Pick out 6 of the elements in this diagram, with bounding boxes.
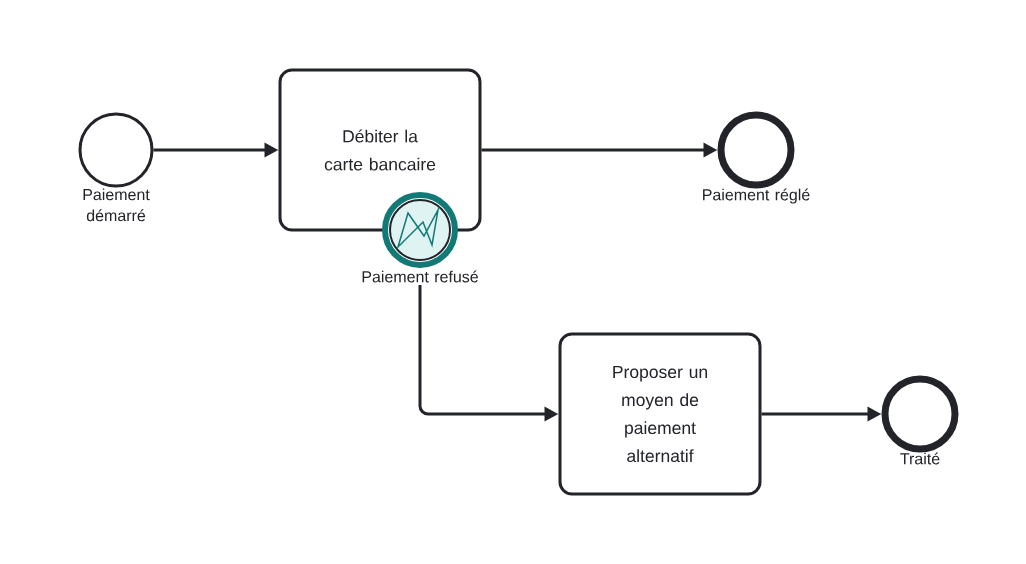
task-box: Débiter la carte bancaire xyxy=(278,68,482,232)
event-label: Traité xyxy=(900,452,940,465)
event-label: Paiement réglé xyxy=(703,188,810,204)
task-box: Proposer un moyen de paiement alternatif xyxy=(558,332,762,496)
event-label: Paiement refusé xyxy=(362,270,478,283)
event-label: Paiement démarré xyxy=(83,188,150,222)
